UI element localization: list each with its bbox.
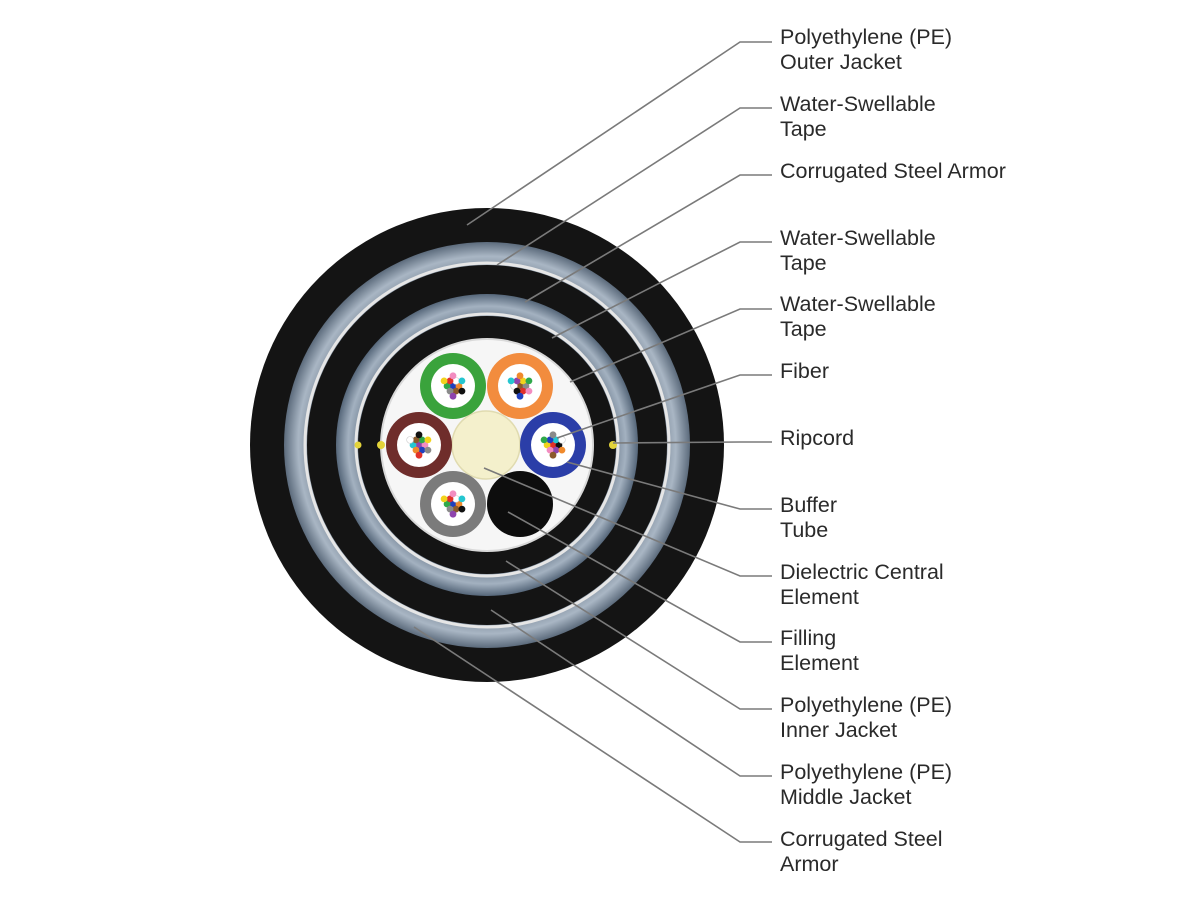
fiber-bundles — [406, 372, 566, 518]
fiber-dot — [424, 436, 432, 444]
label-corrugated-steel-armor-1: Corrugated Steel Armor — [780, 159, 1006, 183]
leader-line-9 — [483, 467, 772, 577]
filling-element — [487, 471, 553, 537]
fiber-dot — [513, 377, 521, 385]
fiber-dot — [546, 446, 554, 454]
leader-line-13 — [413, 626, 772, 843]
fiber-dot — [418, 436, 426, 444]
fiber-dot — [516, 372, 524, 380]
fiber-dot — [549, 451, 557, 459]
fiber-dot — [546, 436, 554, 444]
fiber-dot — [516, 392, 524, 400]
fiber-dot — [525, 377, 533, 385]
fiber-dot — [449, 490, 457, 498]
label-outer-jacket: Polyethylene (PE)Outer Jacket — [780, 25, 953, 74]
fiber-dot — [552, 446, 560, 454]
fiber-dot — [519, 377, 527, 385]
fiber-dot — [449, 510, 457, 518]
fiber-dot — [458, 387, 466, 395]
fiber-dot — [446, 505, 454, 513]
fiber-dot — [549, 431, 557, 439]
fiber-dot — [449, 372, 457, 380]
ripcord-outer-left — [354, 441, 362, 449]
fiber-dot — [424, 446, 432, 454]
fiber-dot — [446, 377, 454, 385]
label-inner-jacket: Polyethylene (PE)Inner Jacket — [780, 693, 953, 742]
fiber-dot — [418, 446, 426, 454]
leader-lines — [413, 41, 772, 843]
fiber-dot — [415, 451, 423, 459]
fiber-dot — [446, 495, 454, 503]
leader-line-12 — [490, 609, 772, 777]
fiber-dot — [452, 505, 460, 513]
fiber-dot — [406, 436, 414, 444]
leader-line-2 — [496, 107, 772, 266]
fiber-dot — [443, 382, 451, 390]
fiber-dot — [440, 495, 448, 503]
fiber-dot — [525, 387, 533, 395]
fiber-dot — [443, 500, 451, 508]
fiber-dot — [522, 382, 530, 390]
fiber-dot — [458, 377, 466, 385]
leader-line-5 — [569, 308, 772, 383]
label-fiber: Fiber — [780, 359, 829, 383]
fiber-dot — [415, 431, 423, 439]
fiber-dot — [421, 441, 429, 449]
ripcord-left — [377, 441, 385, 449]
fiber-dot — [558, 446, 566, 454]
fiber-dot — [510, 382, 518, 390]
outer-water-tape — [303, 261, 671, 629]
fiber-dot — [452, 387, 460, 395]
fiber-dot — [543, 441, 551, 449]
fiber-dot — [549, 441, 557, 449]
label-ripcord: Ripcord — [780, 426, 855, 450]
label-middle-jacket: Polyethylene (PE)Middle Jacket — [780, 760, 953, 809]
leader-line-7 — [612, 441, 772, 444]
fiber-dot — [507, 377, 515, 385]
leader-line-8 — [566, 461, 772, 510]
fiber-dot — [446, 387, 454, 395]
fiber-dot — [415, 441, 423, 449]
fiber-dot — [440, 377, 448, 385]
cable-cross-section — [250, 208, 724, 682]
fiber-dot — [412, 446, 420, 454]
leader-line-4 — [551, 241, 772, 339]
fiber-dot — [458, 495, 466, 503]
fiber-dot — [540, 436, 548, 444]
fiber-dot — [513, 387, 521, 395]
leader-line-10 — [507, 511, 772, 643]
leader-line-3 — [524, 174, 772, 303]
leader-line-6 — [556, 374, 772, 439]
fiber-dot — [412, 436, 420, 444]
leader-line-11 — [505, 560, 772, 710]
fiber-dot — [458, 505, 466, 513]
fiber-dot — [449, 392, 457, 400]
leader-line-1 — [466, 41, 772, 226]
fiber-dot — [516, 382, 524, 390]
fiber-dot — [519, 387, 527, 395]
